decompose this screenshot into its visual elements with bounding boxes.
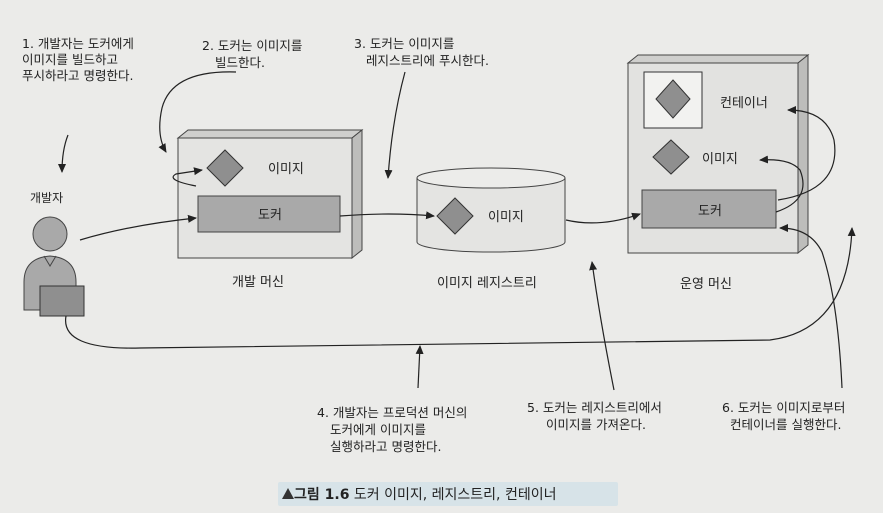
svg-text:6. 도커는 이미지로부터: 6. 도커는 이미지로부터 <box>722 400 845 415</box>
step1-note: 1. 개발자는 도커에게 이미지를 빌드하고 푸시하라고 명령한다. <box>22 36 134 83</box>
prod-image-diamond-icon <box>652 139 690 175</box>
arrow-docker-to-image <box>759 155 804 213</box>
dev-machine: 이미지 도커 <box>176 128 364 260</box>
svg-text:이미지를 가져온다.: 이미지를 가져온다. <box>546 417 646 432</box>
figure-caption: 그림 1.6 도커 이미지, 레지스트리, 컨테이너 <box>294 484 556 504</box>
step2-note: 2. 도커는 이미지를 빌드한다. <box>202 38 302 70</box>
prod-docker-label: 도커 <box>698 204 722 219</box>
prod-machine: 컨테이너 이미지 도커 <box>626 53 810 255</box>
registry-image-label: 이미지 <box>488 210 524 225</box>
arrow-step6 <box>779 224 843 389</box>
arrow-step2 <box>158 71 237 153</box>
arrow-run-container <box>777 106 836 201</box>
caption-bar <box>278 482 618 506</box>
svg-text:푸시하라고 명령한다.: 푸시하라고 명령한다. <box>22 68 133 83</box>
step5-note: 5. 도커는 레지스트리에서 이미지를 가져온다. <box>527 400 662 432</box>
step6-note: 6. 도커는 이미지로부터 컨테이너를 실행한다. <box>722 400 845 432</box>
svg-text:이미지를 빌드하고: 이미지를 빌드하고 <box>22 52 118 67</box>
laptop-icon <box>39 285 85 317</box>
arrow-pull <box>565 212 641 224</box>
svg-text:3. 도커는 이미지를: 3. 도커는 이미지를 <box>354 36 454 51</box>
flow-arrows <box>58 71 856 391</box>
dev-image-label: 이미지 <box>268 162 304 177</box>
svg-text:도커에게 이미지를: 도커에게 이미지를 <box>330 422 426 437</box>
container-label: 컨테이너 <box>720 96 768 111</box>
arrow-step1 <box>58 134 69 173</box>
step4-note: 4. 개발자는 프로덕션 머신의 도커에게 이미지를 실행하라고 명령한다. <box>317 405 467 454</box>
arrow-push <box>339 211 435 220</box>
step3-note: 3. 도커는 이미지를 레지스트리에 푸시한다. <box>354 36 489 68</box>
arrow-step3 <box>384 71 406 179</box>
caption-triangle-icon <box>282 488 294 499</box>
svg-text:5. 도커는 레지스트리에서: 5. 도커는 레지스트리에서 <box>527 400 662 415</box>
arrow-step4 <box>415 345 424 389</box>
caption-text: 도커 이미지, 레지스트리, 컨테이너 <box>353 487 557 503</box>
dev-machine-title: 개발 머신 <box>232 275 284 290</box>
prod-image-label: 이미지 <box>702 152 738 167</box>
dev-docker-label: 도커 <box>258 208 282 223</box>
registry-title: 이미지 레지스트리 <box>437 276 537 291</box>
arrow-dev-to-docker <box>79 214 197 241</box>
container-image-diamond-icon <box>655 79 691 119</box>
svg-text:2. 도커는 이미지를: 2. 도커는 이미지를 <box>202 38 302 53</box>
svg-text:4. 개발자는 프로덕션 머신의: 4. 개발자는 프로덕션 머신의 <box>317 405 467 420</box>
arrow-step5 <box>589 261 615 391</box>
caption-prefix: 그림 1.6 <box>294 487 350 503</box>
dev-docker-box <box>197 195 341 233</box>
svg-text:실행하라고 명령한다.: 실행하라고 명령한다. <box>330 439 441 454</box>
svg-text:1. 개발자는 도커에게: 1. 개발자는 도커에게 <box>22 36 134 51</box>
registry: 이미지 <box>416 167 566 253</box>
developer-icon <box>23 216 85 317</box>
developer-label: 개발자 <box>30 191 63 205</box>
svg-text:레지스트리에 푸시한다.: 레지스트리에 푸시한다. <box>366 53 489 68</box>
arrow-build-loop <box>172 167 203 187</box>
registry-image-diamond-icon <box>436 197 474 235</box>
arrow-dev-to-prod <box>65 227 856 349</box>
prod-docker-box <box>641 189 777 229</box>
svg-text:빌드한다.: 빌드한다. <box>215 55 265 70</box>
prod-machine-title: 운영 머신 <box>680 277 732 292</box>
svg-text:컨테이너를 실행한다.: 컨테이너를 실행한다. <box>730 417 841 432</box>
dev-image-diamond-icon <box>206 149 244 187</box>
